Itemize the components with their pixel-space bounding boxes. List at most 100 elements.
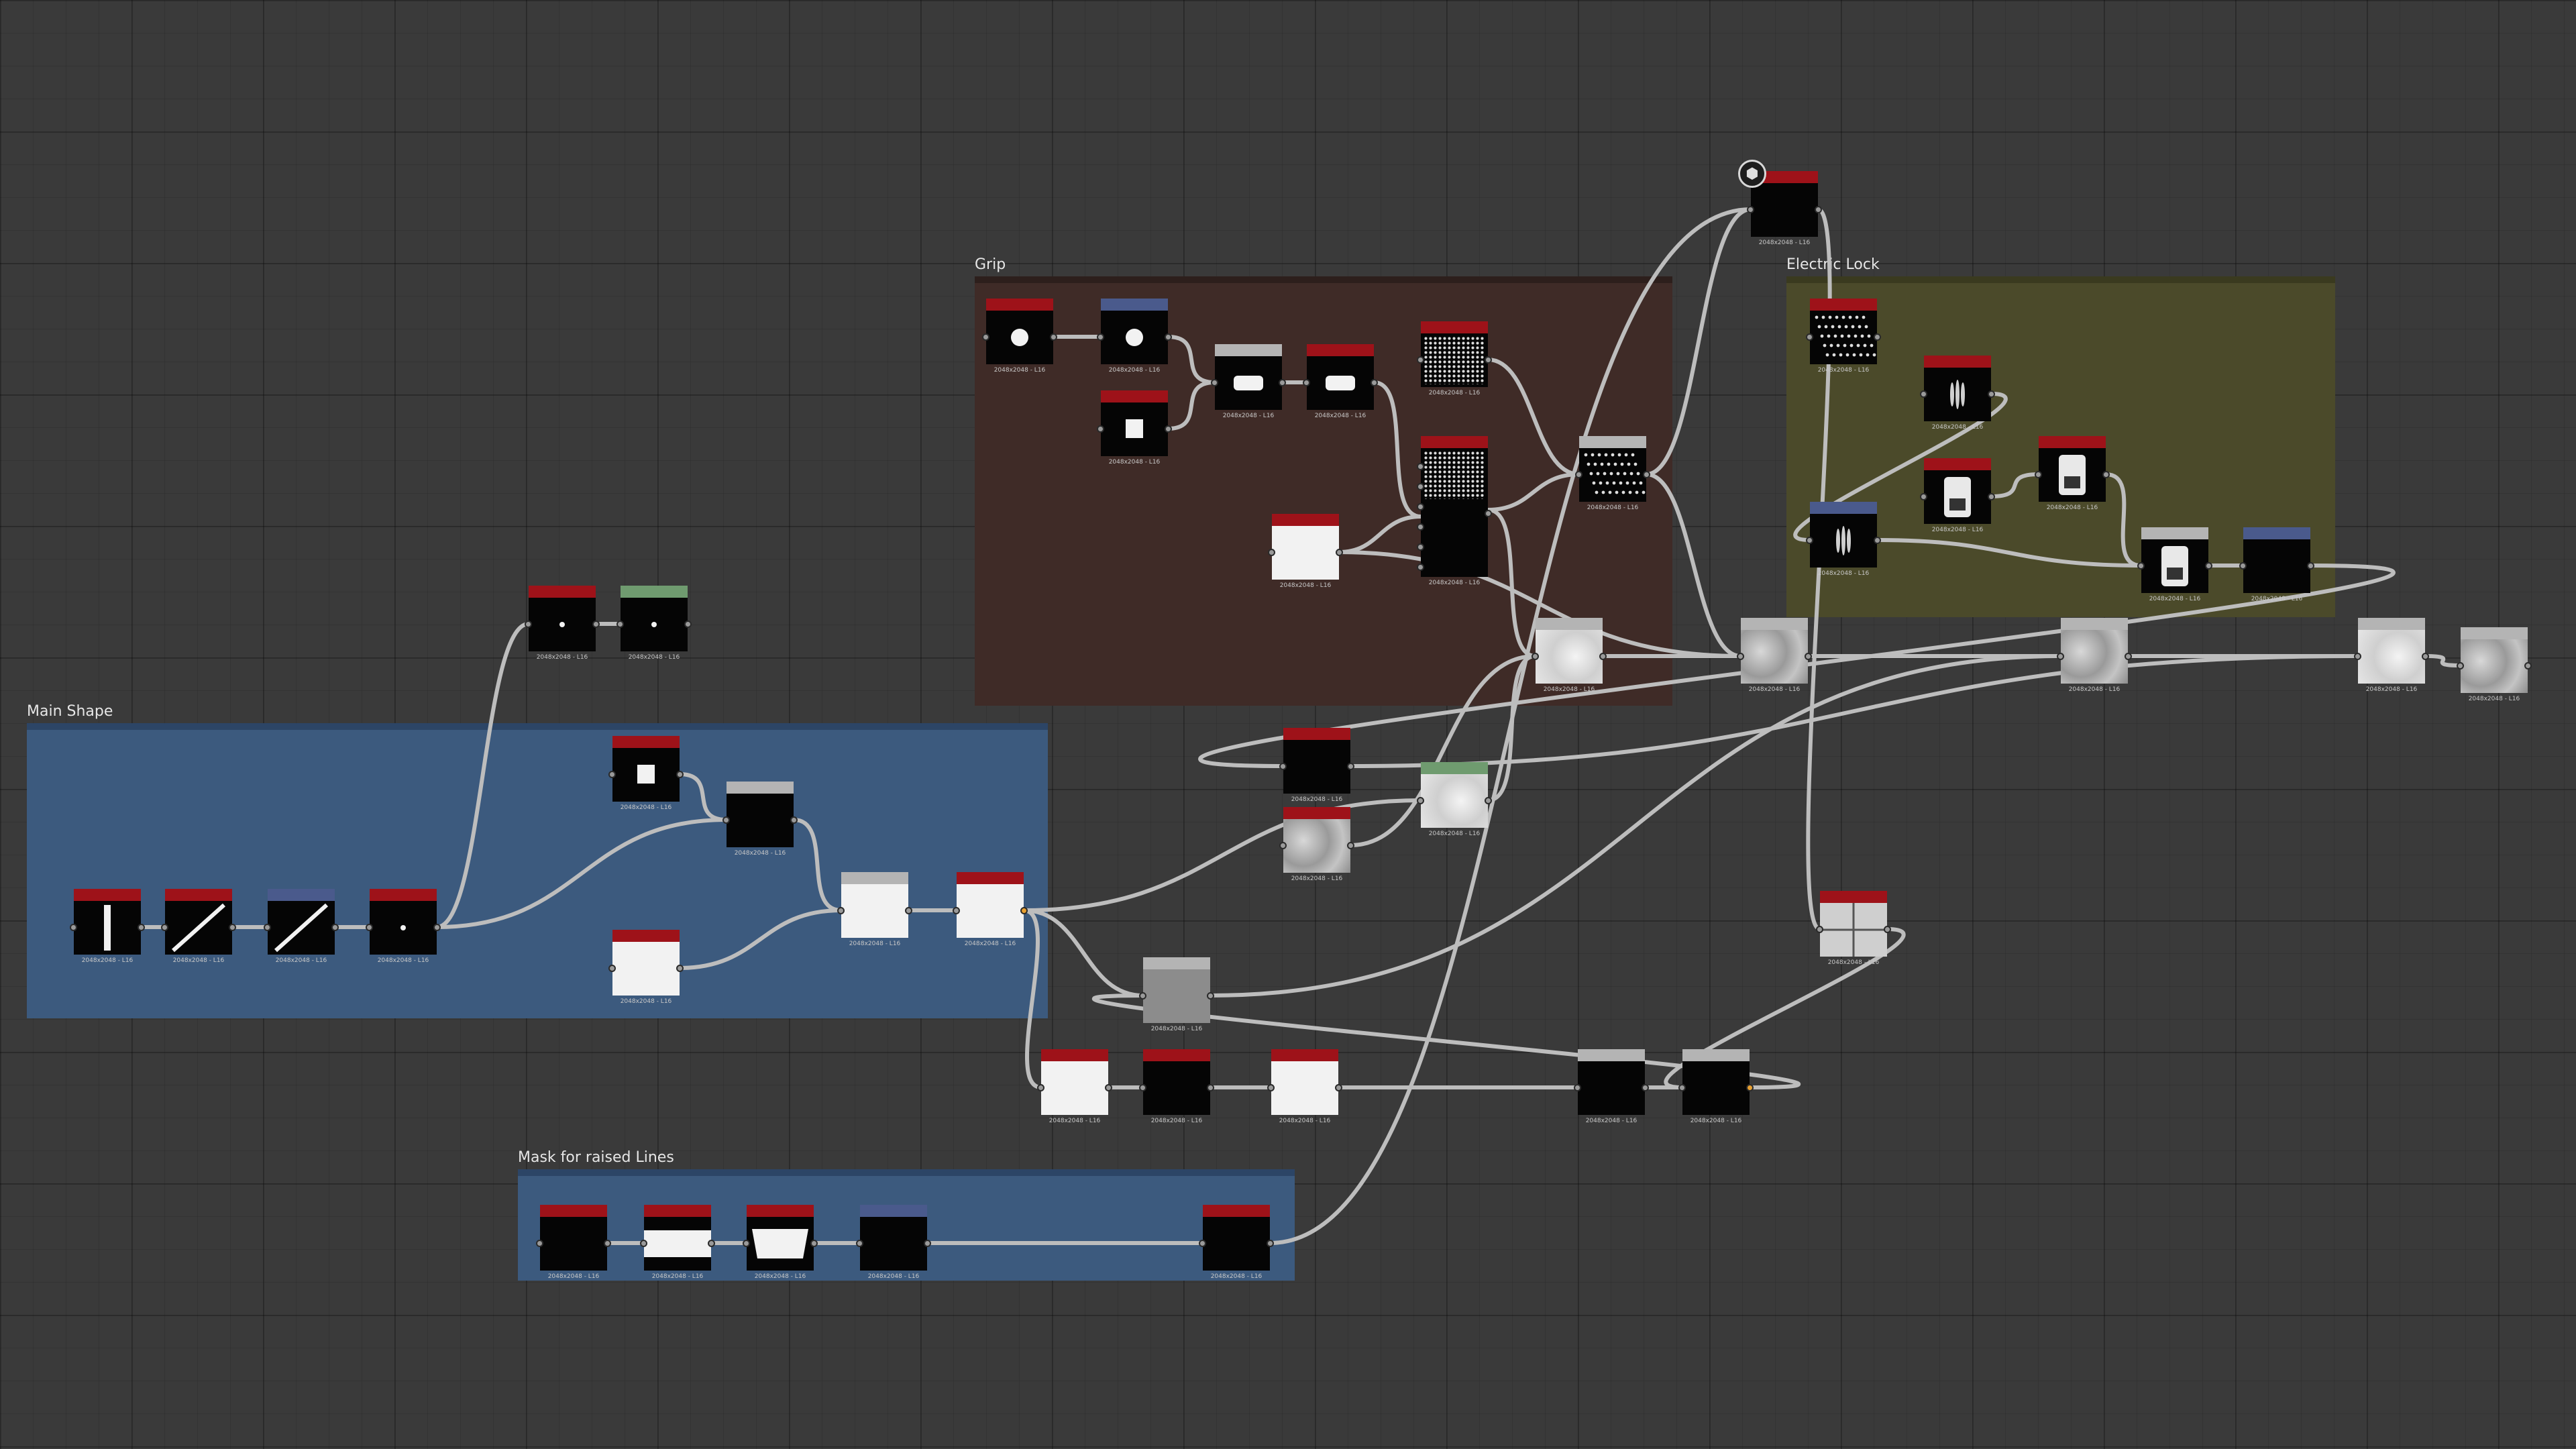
node-9[interactable]: 2048x2048 - L16 [837, 872, 912, 947]
node-12[interactable]: 2048x2048 - L16 [1097, 299, 1172, 374]
input-pin[interactable] [1920, 390, 1927, 398]
output-pin[interactable] [1335, 1084, 1342, 1091]
node-22[interactable]: 2048x2048 - L16 [1806, 502, 1881, 577]
node-7[interactable]: 2048x2048 - L16 [722, 782, 798, 857]
output-pin[interactable] [1485, 356, 1492, 364]
node-5[interactable]: 2048x2048 - L16 [616, 586, 692, 661]
output-pin[interactable] [1815, 206, 1822, 213]
node-41[interactable]: 2048x2048 - L16 [1678, 1049, 1754, 1124]
input-pin[interactable] [1417, 797, 1424, 804]
output-pin[interactable] [1642, 1084, 1649, 1091]
output-pin[interactable] [1336, 549, 1343, 556]
input-pin[interactable] [837, 907, 845, 914]
output-pin[interactable] [1279, 379, 1286, 386]
input-pin[interactable] [1806, 333, 1813, 341]
node-13[interactable]: 2048x2048 - L16 [1097, 390, 1172, 466]
input-pin[interactable] [1303, 379, 1310, 386]
input-pin[interactable] [2137, 562, 2145, 570]
node-37[interactable]: 2048x2048 - L16 [1037, 1049, 1112, 1124]
node-26[interactable]: 2048x2048 - L16 [2239, 527, 2314, 602]
wire[interactable] [1091, 994, 1801, 1089]
node-28[interactable]: 2048x2048 - L16 [1279, 807, 1354, 882]
input-pin[interactable] [616, 621, 624, 628]
output-pin[interactable] [331, 924, 339, 931]
output-pin[interactable] [2205, 562, 2212, 570]
input-pin[interactable] [1139, 1084, 1146, 1091]
input-pin[interactable] [1575, 471, 1582, 478]
input-pin[interactable] [366, 924, 373, 931]
output-pin[interactable] [1988, 493, 1995, 500]
input-pin[interactable] [1816, 926, 1823, 933]
input-pin[interactable] [1417, 523, 1424, 531]
output-pin[interactable] [1165, 425, 1172, 433]
input-pin[interactable] [1806, 537, 1813, 544]
output-pin[interactable] [1207, 992, 1214, 1000]
node-44[interactable]: 2048x2048 - L16 [743, 1205, 818, 1280]
wire[interactable] [1167, 380, 1216, 431]
output-pin[interactable] [1874, 333, 1881, 341]
output-pin[interactable] [1165, 333, 1172, 341]
input-pin[interactable] [1037, 1084, 1044, 1091]
input-pin[interactable] [1574, 1084, 1581, 1091]
input-pin[interactable] [1139, 992, 1146, 1000]
input-pin[interactable] [1417, 543, 1424, 551]
output-pin[interactable] [1874, 537, 1881, 544]
node-43[interactable]: 2048x2048 - L16 [640, 1205, 715, 1280]
input-pin[interactable] [1417, 564, 1424, 571]
output-pin[interactable] [1347, 842, 1354, 849]
output-pin[interactable] [1884, 926, 1891, 933]
input-pin[interactable] [1267, 1084, 1275, 1091]
input-pin[interactable] [1417, 483, 1424, 490]
input-pin[interactable] [1737, 653, 1744, 660]
node-32[interactable]: 2048x2048 - L16 [2057, 618, 2132, 693]
node-40[interactable]: 2048x2048 - L16 [1574, 1049, 1649, 1124]
wire[interactable] [1023, 798, 1421, 912]
node-25[interactable]: 2048x2048 - L16 [2137, 527, 2212, 602]
node-4[interactable]: 2048x2048 - L16 [525, 586, 600, 661]
input-pin[interactable] [856, 1240, 863, 1247]
wire[interactable] [1023, 908, 1042, 1089]
input-pin[interactable] [1279, 763, 1287, 770]
wire[interactable] [1373, 380, 1421, 519]
wire[interactable] [1876, 538, 2142, 568]
output-pin[interactable] [676, 771, 684, 778]
input-pin[interactable] [640, 1240, 647, 1247]
output-pin[interactable] [924, 1240, 931, 1247]
wire[interactable] [2105, 472, 2142, 568]
input-pin[interactable] [1678, 1084, 1686, 1091]
node-20[interactable]: 2048x2048 - L16 [1806, 299, 1881, 374]
input-pin[interactable] [1417, 503, 1424, 511]
input-pin[interactable] [70, 924, 77, 931]
output-pin[interactable] [1020, 907, 1028, 914]
input-pin[interactable] [1532, 653, 1539, 660]
node-33[interactable]: 2048x2048 - L16 [2354, 618, 2429, 693]
output-pin[interactable] [2422, 653, 2429, 660]
input-pin[interactable] [1268, 549, 1275, 556]
input-pin[interactable] [1417, 463, 1424, 470]
output-pin[interactable] [905, 907, 912, 914]
input-pin[interactable] [1920, 493, 1927, 500]
wire[interactable] [1167, 335, 1216, 384]
wire[interactable] [1350, 654, 2359, 768]
node-17[interactable]: 2048x2048 - L16 [1417, 436, 1492, 586]
wire[interactable] [1664, 927, 1906, 1089]
node-19[interactable]: 2048x2048 - L16 [1575, 436, 1650, 511]
wire[interactable] [2424, 654, 2461, 667]
wire[interactable] [1646, 207, 1752, 476]
output-pin[interactable] [1805, 653, 1812, 660]
output-pin[interactable] [2307, 562, 2314, 570]
output-pin[interactable] [1267, 1240, 1274, 1247]
cube-icon[interactable]: ⬢ [1738, 160, 1766, 188]
wire[interactable] [1350, 654, 1536, 847]
output-pin[interactable] [2102, 471, 2110, 478]
input-pin[interactable] [264, 924, 271, 931]
wire[interactable] [436, 818, 727, 929]
input-pin[interactable] [743, 1240, 750, 1247]
node-15[interactable]: 2048x2048 - L16 [1303, 344, 1378, 419]
input-pin[interactable] [2239, 562, 2247, 570]
input-pin[interactable] [536, 1240, 543, 1247]
node-35[interactable]: 2048x2048 - L16 [1816, 891, 1891, 966]
wire[interactable] [1646, 472, 1741, 658]
node-47[interactable]: 2048x2048 - L16 [1747, 171, 1822, 246]
